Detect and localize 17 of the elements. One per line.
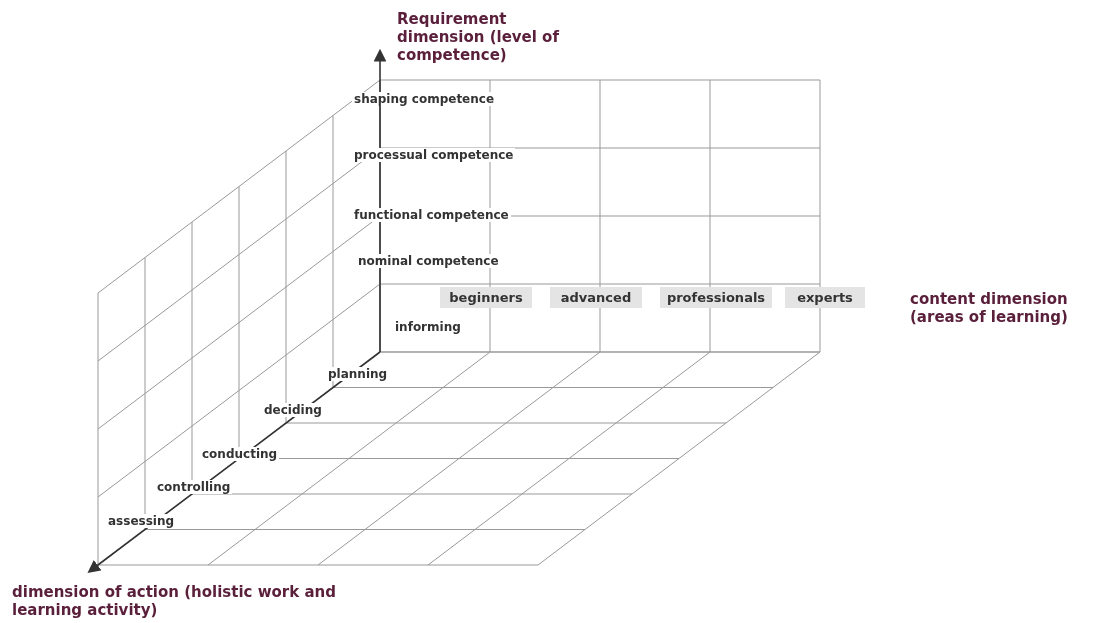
category-box: advanced [550, 287, 642, 308]
axis-label: shaping competence [352, 92, 497, 106]
axis-label: deciding [262, 403, 324, 417]
axis-label: assessing [106, 514, 177, 528]
axis-label: functional competence [352, 208, 511, 222]
axis-title: content dimension (areas of learning) [909, 290, 1069, 326]
axis-label: informing [393, 320, 463, 334]
axis-title: dimension of action (holistic work and learning activity) [11, 583, 337, 619]
axis-title: Requirement dimension (level of competence) [396, 10, 561, 64]
axis-label: conducting [200, 447, 280, 461]
category-box: experts [785, 287, 865, 308]
axis-label: controlling [155, 480, 233, 494]
category-box: beginners [440, 287, 532, 308]
axis-label: planning [326, 367, 390, 381]
axis-label: nominal competence [356, 254, 501, 268]
axis-label: processual competence [352, 148, 516, 162]
category-box: professionals [660, 287, 772, 308]
